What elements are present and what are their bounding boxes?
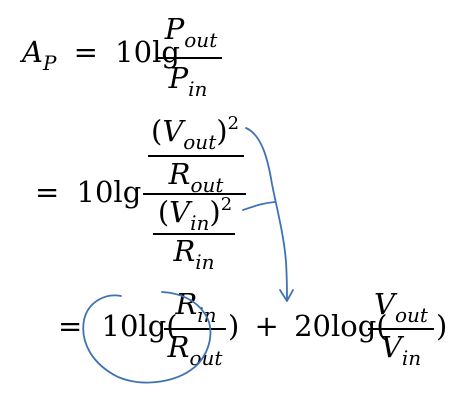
resistance-ratio-denominator: Rout	[162, 330, 228, 369]
log-factor-1: 10lg	[115, 35, 180, 69]
power-out-subscript: out	[184, 28, 218, 52]
fraction-bar-1	[158, 57, 222, 59]
power-ratio-denominator: Pin	[158, 61, 218, 100]
voltage-out-squared: (Vout)2	[145, 114, 245, 153]
fraction-bar-top	[148, 155, 244, 157]
paren-open-out: (	[150, 114, 163, 148]
r-in-subscript: in	[197, 303, 217, 327]
gain-subscript: P	[42, 51, 57, 75]
resistance-ratio-numerator: Rin	[168, 287, 224, 326]
voltage-in-symbol: V	[169, 195, 191, 229]
voltage-in-subscript: in	[190, 211, 210, 235]
line3-lhs: = 10lg(	[58, 312, 178, 341]
arrow-head	[279, 289, 294, 302]
equals-sign-3: =	[58, 309, 83, 343]
log-factor-4: 20log(	[294, 309, 388, 343]
voltage-in-squared: (Vin)2	[150, 195, 240, 234]
voltage-out-symbol: V	[162, 114, 184, 148]
paren-open-in: (	[157, 195, 170, 229]
v-out-symbol: V	[374, 287, 395, 321]
r-out-subscript: out	[189, 346, 223, 370]
main-fraction-bar	[143, 193, 246, 195]
power-out-symbol: P	[164, 12, 185, 46]
v-in-symbol: V	[380, 330, 402, 364]
v-out-subscript: out	[394, 303, 428, 327]
power-two-in: 2	[220, 194, 233, 215]
gain-symbol: A	[22, 35, 43, 69]
power-in-subscript: in	[188, 77, 208, 101]
gain-lhs: AP = 10lg	[22, 35, 180, 74]
log-factor-2: 10lg	[76, 175, 142, 209]
resistance-in-symbol: R	[173, 234, 196, 268]
equals-sign-1: =	[73, 35, 98, 69]
line2-lhs: = 10lg	[35, 178, 141, 207]
voltage-ratio-denominator: Vin	[371, 330, 431, 369]
power-two-out: 2	[227, 113, 240, 134]
voltage-out-subscript: out	[183, 130, 217, 154]
close-paren-2: )	[436, 309, 448, 343]
close-paren-1: )	[228, 309, 240, 343]
voltage-ratio-numerator: Vout	[368, 287, 434, 326]
r-out-symbol: R	[167, 330, 190, 364]
paren-close-out: )	[216, 114, 228, 148]
bracket-connector	[242, 201, 276, 211]
equals-sign-2: =	[35, 175, 60, 209]
fraction-bar-3b	[368, 328, 434, 330]
line3-middle: ) + 20log(	[228, 312, 388, 341]
r-in-symbol: R	[175, 287, 198, 321]
resistance-in: Rin	[153, 234, 235, 273]
resistance-in-subscript: in	[195, 250, 215, 274]
resistance-out-subscript: out	[190, 173, 224, 197]
plus-sign: +	[254, 309, 279, 343]
fraction-bar-bottom	[153, 233, 235, 235]
v-in-subscript: in	[401, 346, 422, 370]
resistance-out: Rout	[148, 157, 244, 196]
power-ratio-numerator: Pout	[158, 12, 224, 51]
bracket-curve	[245, 127, 288, 301]
paren-close-in: )	[209, 195, 221, 229]
resistance-out-symbol: R	[168, 157, 191, 191]
power-in-symbol: P	[168, 61, 189, 95]
